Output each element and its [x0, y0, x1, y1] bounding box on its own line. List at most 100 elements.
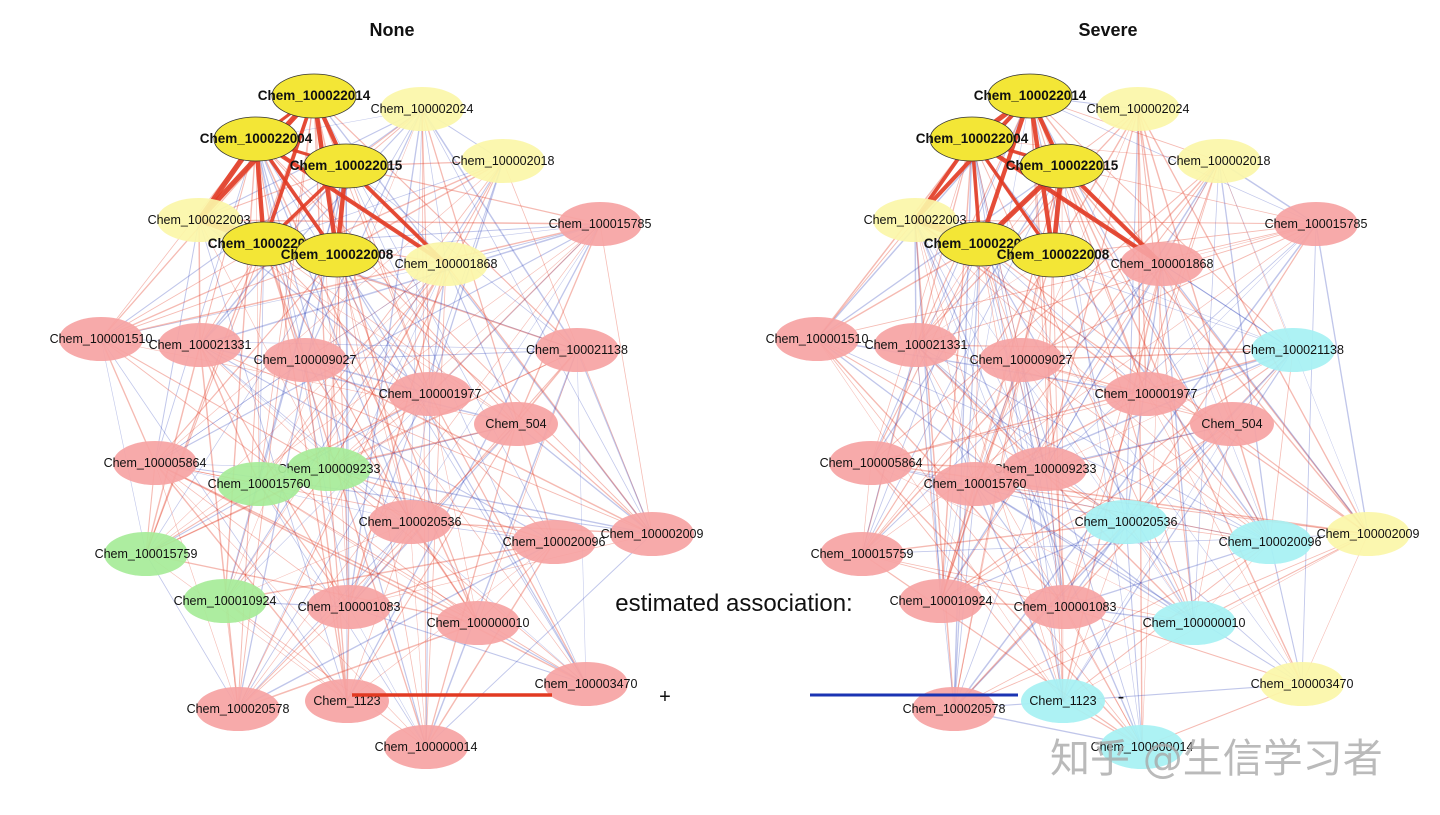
node-shape	[1177, 139, 1261, 183]
edge	[599, 223, 653, 535]
edge	[237, 423, 517, 710]
node-chem-100010924: Chem_100010924	[890, 579, 993, 623]
node-chem-100020096: Chem_100020096	[503, 520, 605, 564]
node-label: Chem_100022015	[1006, 158, 1119, 173]
edge	[304, 359, 348, 702]
edge	[1020, 359, 1271, 543]
node-chem-100015759: Chem_100015759	[811, 532, 914, 576]
node-label: Chem_100002024	[1087, 102, 1190, 116]
edge	[154, 462, 479, 624]
edge	[1145, 393, 1303, 685]
edge	[336, 254, 653, 535]
edge	[861, 359, 1022, 555]
edge	[198, 219, 330, 470]
node-label: Chem_100020536	[1075, 515, 1178, 529]
edge	[915, 223, 1317, 346]
edge	[348, 108, 423, 608]
node-shape	[979, 338, 1063, 382]
node-chem-100009233: Chem_100009233	[278, 447, 380, 491]
legend-title: estimated association:	[615, 590, 852, 617]
edge	[154, 223, 601, 464]
node-label: Chem_100015759	[811, 547, 914, 561]
edge	[861, 223, 1317, 555]
edge	[861, 243, 981, 555]
edge	[199, 223, 601, 346]
edge	[1064, 606, 1143, 748]
node-shape	[1104, 372, 1188, 416]
node-shape	[113, 441, 197, 485]
node-label: Chem_100002009	[1317, 527, 1420, 541]
node-shape	[1096, 87, 1180, 131]
edge	[421, 108, 555, 543]
edge	[313, 95, 427, 748]
edge	[409, 521, 427, 748]
node-shape	[59, 317, 143, 361]
edge	[263, 243, 427, 748]
legend: estimated association: + -	[352, 590, 1124, 708]
edge	[974, 483, 1369, 535]
node-label: Chem_100001977	[379, 387, 482, 401]
edge	[237, 541, 555, 710]
edge	[348, 349, 578, 608]
node-chem-100015785: Chem_100015785	[1265, 202, 1367, 246]
edge	[861, 521, 1127, 555]
edge	[1052, 223, 1317, 256]
node-chem-100002024: Chem_100002024	[1087, 87, 1190, 131]
edge	[255, 138, 260, 485]
edge	[915, 344, 1271, 543]
node-label: Chem_504	[1201, 417, 1262, 431]
edge	[1137, 108, 1195, 624]
node-label: Chem_100001510	[766, 332, 869, 346]
edge	[1301, 533, 1369, 685]
edge	[346, 223, 601, 702]
edge	[1161, 263, 1369, 535]
node-chem-100020096: Chem_100020096	[1219, 520, 1321, 564]
edge	[100, 338, 147, 555]
node-chem-100020536: Chem_100020536	[359, 500, 461, 544]
node-label: Chem_100005864	[820, 456, 923, 470]
node-chem-100010924: Chem_100010924	[174, 579, 276, 623]
edge	[199, 344, 653, 535]
edge	[425, 541, 555, 748]
node-label: Chem_100002018	[1168, 154, 1271, 168]
node-shape	[535, 328, 619, 372]
edge	[421, 108, 653, 535]
edge	[816, 165, 1063, 340]
edge	[145, 254, 338, 555]
edge	[429, 393, 587, 685]
node-shape	[271, 73, 357, 119]
edge	[304, 108, 423, 361]
edge	[304, 359, 479, 624]
edge	[336, 254, 350, 608]
node-chem-100005864: Chem_100005864	[820, 441, 923, 485]
node-chem-504: Chem_504	[1190, 402, 1274, 446]
edge	[100, 338, 348, 702]
node-shape	[873, 198, 957, 242]
node-chem-100015760: Chem_100015760	[924, 462, 1026, 506]
edge	[1061, 165, 1271, 543]
node-label: Chem_1123	[1029, 694, 1096, 708]
node-chem-100022009: Chem_100022009	[208, 221, 321, 267]
node-chem-100002018: Chem_100002018	[452, 139, 554, 183]
edge	[1218, 160, 1271, 543]
node-chem-100001083: Chem_100001083	[1014, 585, 1116, 629]
edge	[979, 243, 1147, 395]
edge	[914, 219, 1271, 543]
edge	[199, 344, 239, 710]
node-shape	[1326, 512, 1410, 556]
edge	[154, 462, 348, 702]
node-label: Chem_100022009	[208, 236, 321, 251]
node-label: Chem_100010924	[890, 594, 993, 608]
node-shape	[157, 198, 241, 242]
node-chem-100015785: Chem_100015785	[549, 202, 651, 246]
node-shape	[899, 579, 983, 623]
node-label: Chem_1123	[313, 694, 380, 708]
edge	[1269, 349, 1294, 543]
edge	[100, 254, 338, 340]
edge	[199, 344, 260, 485]
strong-edge	[262, 95, 316, 245]
edge	[915, 344, 942, 602]
edge	[224, 468, 330, 602]
edge	[1125, 521, 1143, 748]
edge	[345, 165, 431, 395]
